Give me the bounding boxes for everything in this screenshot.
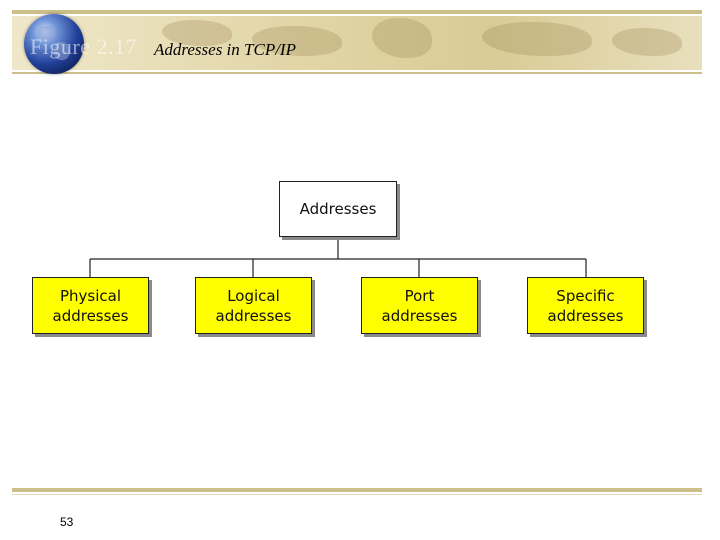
footer-rule-thin (12, 494, 702, 495)
page-number: 53 (60, 515, 74, 529)
figure-number: Figure 2.17 (30, 34, 137, 59)
node-specific-label: Specific addresses (547, 286, 624, 325)
node-specific-addresses: Specific addresses (527, 277, 644, 334)
node-physical-addresses: Physical addresses (32, 277, 149, 334)
node-logical-addresses: Logical addresses (195, 277, 312, 334)
globe-icon (24, 14, 84, 74)
node-addresses: Addresses (279, 181, 397, 237)
node-port-label: Port addresses (381, 286, 458, 325)
map-decoration (252, 26, 342, 56)
map-decoration (372, 18, 432, 58)
map-decoration (482, 22, 592, 56)
node-physical-label: Physical addresses (52, 286, 129, 325)
node-port-addresses: Port addresses (361, 277, 478, 334)
header-banner (12, 16, 702, 70)
node-addresses-label: Addresses (299, 200, 377, 218)
header-bottom-rule (12, 72, 702, 74)
node-logical-label: Logical addresses (215, 286, 292, 325)
figure-title: Addresses in TCP/IP (154, 40, 296, 59)
map-decoration (612, 28, 682, 56)
header-top-rule (12, 10, 702, 14)
footer-rule (12, 488, 702, 492)
map-decoration (162, 20, 232, 46)
